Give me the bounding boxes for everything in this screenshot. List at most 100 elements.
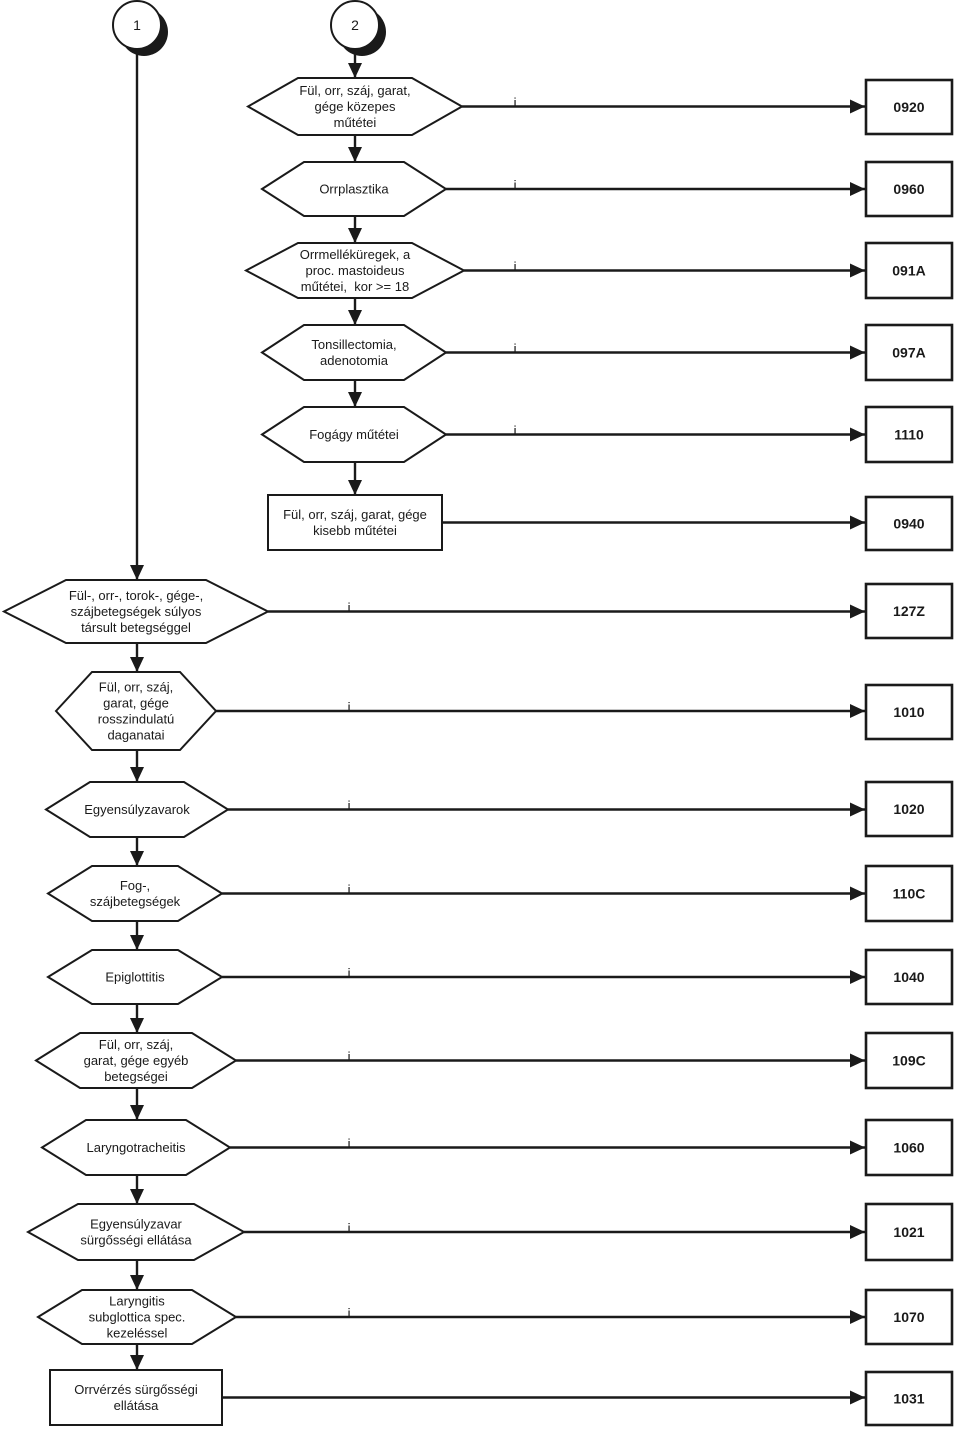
result-box: 1110 xyxy=(864,405,954,464)
result-code: 1020 xyxy=(893,801,924,817)
result-box-frame xyxy=(864,948,954,1006)
step-label-line: sürgősségi ellátása xyxy=(80,1233,192,1248)
step-label-line: proc. mastoideus xyxy=(306,263,405,278)
step-label-line: Orrplasztika xyxy=(319,182,389,197)
result-box: 1021 xyxy=(864,1202,954,1262)
result-code: 097A xyxy=(892,345,925,361)
edge-label: i xyxy=(347,1305,350,1321)
decision-hexagon xyxy=(25,1203,247,1261)
result-code: 1021 xyxy=(893,1224,924,1240)
result-box: 091A xyxy=(864,241,954,300)
step-label-line: gége közepes xyxy=(315,99,396,114)
result-box-frame xyxy=(864,1370,954,1427)
decision-hexagon xyxy=(40,1119,232,1176)
result-box-frame xyxy=(864,405,954,464)
step-label-line: Orrmelléküregek, a xyxy=(300,247,411,262)
result-box: 109C xyxy=(864,1031,954,1090)
result-box: 1070 xyxy=(864,1288,954,1346)
result-box-frame xyxy=(864,241,954,300)
decision-hexagon xyxy=(54,671,218,751)
step-label: Orrplasztika xyxy=(319,182,389,197)
result-code: 1010 xyxy=(893,704,924,720)
edge-label: i xyxy=(347,699,350,715)
result-code: 1070 xyxy=(893,1309,924,1325)
step-label-line: szájbetegségek súlyos xyxy=(71,604,202,619)
result-box: 1060 xyxy=(864,1118,954,1177)
decision-hexagon xyxy=(260,406,448,463)
flow-step: Orrplasztika xyxy=(260,161,448,217)
edge-label: i xyxy=(347,600,350,616)
result-box-frame xyxy=(864,78,954,136)
step-label-line: Fül, orr, száj, xyxy=(99,680,173,695)
decision-hexagon xyxy=(1,579,271,644)
step-label-line: Fül, orr, száj, xyxy=(99,1037,173,1052)
step-label-line: ellátása xyxy=(114,1398,160,1413)
step-label-line: szájbetegségek xyxy=(90,894,181,909)
step-label-line: Egyensúlyzavarok xyxy=(84,802,190,817)
decision-hexagon xyxy=(243,242,467,299)
step-label-line: társult betegséggel xyxy=(81,620,191,635)
step-label: Laryngotracheitis xyxy=(87,1140,186,1155)
step-label-line: Laryngitis xyxy=(109,1294,165,1309)
step-label-line: műtétei, kor >= 18 xyxy=(301,279,409,294)
decision-hexagon xyxy=(46,949,224,1005)
result-code: 1040 xyxy=(893,969,924,985)
step-label-line: kezeléssel xyxy=(107,1326,168,1341)
result-box-frame xyxy=(864,780,954,838)
result-box-frame xyxy=(864,683,954,741)
step-label: Fogágy műtétei xyxy=(309,427,399,442)
process-rectangle xyxy=(49,1369,223,1426)
result-box-frame xyxy=(864,1202,954,1262)
step-label-line: garat, gége egyéb xyxy=(84,1053,189,1068)
result-box-frame xyxy=(864,1031,954,1090)
flow-step: Laryngotracheitis xyxy=(40,1119,232,1176)
result-box-frame xyxy=(864,1288,954,1346)
step-label-line: kisebb műtétei xyxy=(313,523,397,538)
flow-step: Epiglottitis xyxy=(46,949,224,1005)
result-code: 109C xyxy=(892,1053,925,1069)
result-box-frame xyxy=(864,160,954,218)
edge-label: i xyxy=(347,1136,350,1152)
step-label-line: garat, gége xyxy=(103,696,169,711)
edge-label: i xyxy=(347,1220,350,1236)
step-label-line: Orrvérzés sürgősségi xyxy=(74,1382,198,1397)
branch-connectors: 21 xyxy=(112,0,386,56)
step-label: Tonsillectomia,adenotomia xyxy=(311,337,396,368)
branch-connector: 1 xyxy=(112,0,168,56)
result-box: 1020 xyxy=(864,780,954,838)
result-code: 091A xyxy=(892,263,925,279)
result-code: 1110 xyxy=(894,427,924,443)
step-label-line: Epiglottitis xyxy=(105,970,165,985)
result-box-frame xyxy=(864,495,954,552)
result-box: 0940 xyxy=(864,495,954,552)
edge-label: i xyxy=(347,1049,350,1065)
connector-label: 1 xyxy=(133,17,141,33)
step-label-line: Fül, orr, száj, garat, xyxy=(299,83,410,98)
edge-label: i xyxy=(513,341,516,357)
flow-step: Fogágy műtétei xyxy=(260,406,448,463)
step-label-line: Laryngotracheitis xyxy=(87,1140,186,1155)
step-label-line: Egyensúlyzavar xyxy=(90,1217,182,1232)
edge-label: i xyxy=(513,177,516,193)
result-box-frame xyxy=(864,1118,954,1177)
flow-step: Tonsillectomia,adenotomia xyxy=(260,324,448,381)
step-label: Epiglottitis xyxy=(105,970,165,985)
flow-step: Fül-, orr-, torok-, gége-,szájbetegségek… xyxy=(1,579,271,644)
result-box: 0920 xyxy=(864,78,954,136)
edge-label: i xyxy=(513,423,516,439)
decision-hexagon xyxy=(260,324,448,381)
result-box-frame xyxy=(864,323,954,382)
decision-hexagon xyxy=(260,161,448,217)
connector-circle xyxy=(112,0,162,50)
step-label-line: Fog-, xyxy=(120,878,150,893)
